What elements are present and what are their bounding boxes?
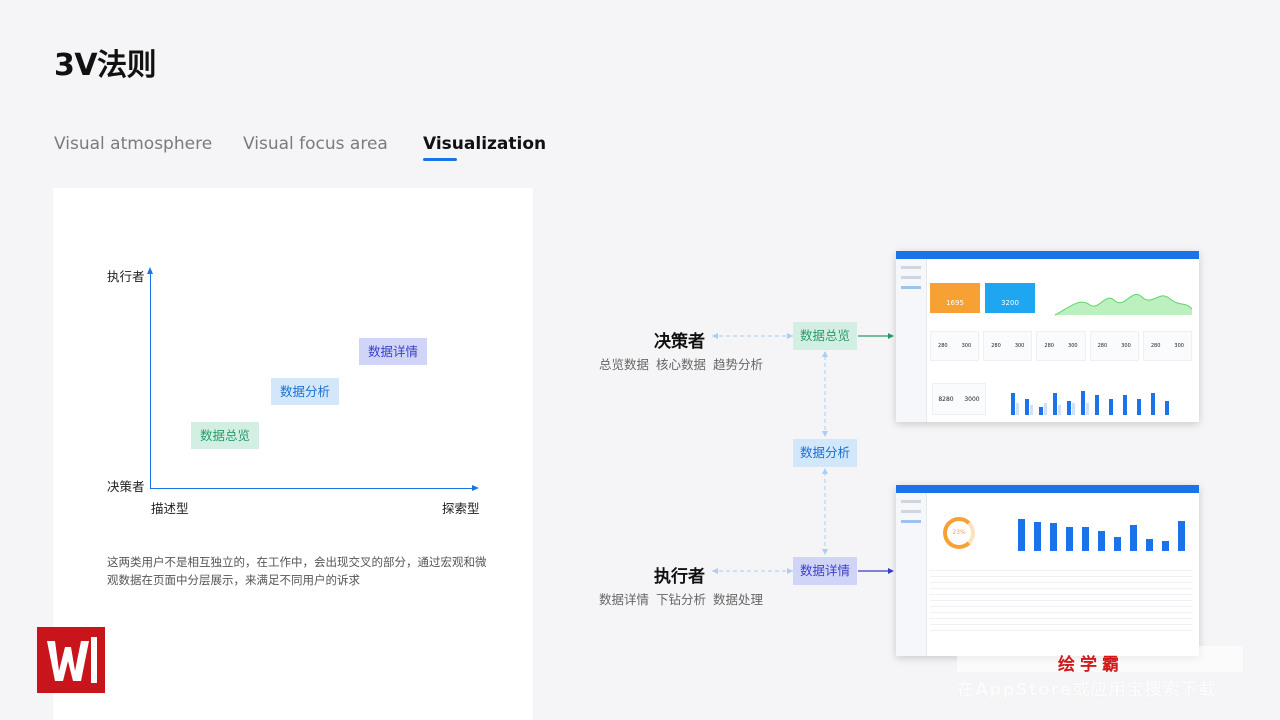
tab-visual-focus-area[interactable]: Visual focus area	[243, 134, 388, 154]
quadrant-card	[53, 188, 533, 720]
dashboard-thumbnail-detail: 23%	[896, 485, 1199, 656]
stat-value: 280	[991, 343, 1001, 349]
y-axis-arrow	[147, 267, 153, 274]
stat-value: 280	[938, 343, 948, 349]
stat-value: 300	[1121, 343, 1131, 349]
area-trend-chart	[1054, 294, 1193, 316]
gauge-ring: 23%	[943, 517, 975, 549]
stat-value: 280	[1150, 343, 1161, 349]
role-decision-maker: 决策者	[654, 332, 705, 352]
y-axis-line	[150, 272, 151, 489]
tab-visualization[interactable]: Visualization	[423, 134, 547, 154]
detail-bar-chart	[1018, 519, 1185, 551]
stat-value: 280	[1044, 343, 1054, 349]
stat-value: 300	[1068, 343, 1078, 349]
detail-table	[930, 565, 1192, 635]
bar-chart-mini	[1011, 391, 1169, 415]
quadrant-tag-analysis: 数据分析	[271, 378, 340, 405]
watermark-brand: 绘学霸	[1058, 655, 1124, 675]
stat-value: 300	[961, 343, 972, 349]
brand-logo	[37, 627, 105, 693]
kpi-card-orange: 1695	[930, 283, 980, 313]
stat-value: 280	[1097, 343, 1108, 349]
flow-box-analysis: 数据分析	[793, 439, 857, 467]
stat-value: 300	[1014, 343, 1025, 349]
quadrant-tag-overview: 数据总览	[191, 422, 260, 449]
x-axis-right-label: 探索型	[442, 501, 480, 516]
tab-visual-atmosphere[interactable]: Visual atmosphere	[54, 134, 213, 154]
dashboard-thumbnail-overview: 1695 3200 280 300 280 300 280 300 280 300 28…	[896, 251, 1199, 422]
stat-value: 300	[1174, 343, 1184, 349]
y-axis-bottom-label: 决策者	[107, 479, 145, 494]
flow-box-overview: 数据总览	[793, 322, 857, 350]
watermark-sub: 在AppStore或应用宝搜索下载	[957, 680, 1217, 700]
role-executor: 执行者	[654, 567, 705, 587]
watermark-band	[957, 646, 1243, 672]
quadrant-description: 这两类用户不是相互独立的，在工作中，会出现交叉的部分，通过宏观和微观数据在页面中…	[107, 555, 487, 587]
active-tab-underline	[423, 158, 457, 161]
role-executor-sub: 数据详情 下钻分析 数据处理	[599, 592, 763, 607]
x-axis-left-label: 描述型	[151, 501, 189, 516]
kpi-card-cyan: 3200	[985, 283, 1035, 313]
x-axis-arrow	[472, 485, 479, 491]
quadrant-tag-detail: 数据详情	[359, 338, 428, 365]
bottom-stat-value: 3000	[964, 395, 980, 403]
flow-box-detail: 数据详情	[793, 557, 857, 585]
role-decision-maker-sub: 总览数据 核心数据 趋势分析	[599, 357, 763, 372]
x-axis-line	[150, 488, 472, 489]
bottom-stat-value: 8280	[938, 395, 954, 403]
y-axis-top-label: 执行者	[107, 269, 145, 284]
page-title: 3V法则	[54, 48, 157, 83]
